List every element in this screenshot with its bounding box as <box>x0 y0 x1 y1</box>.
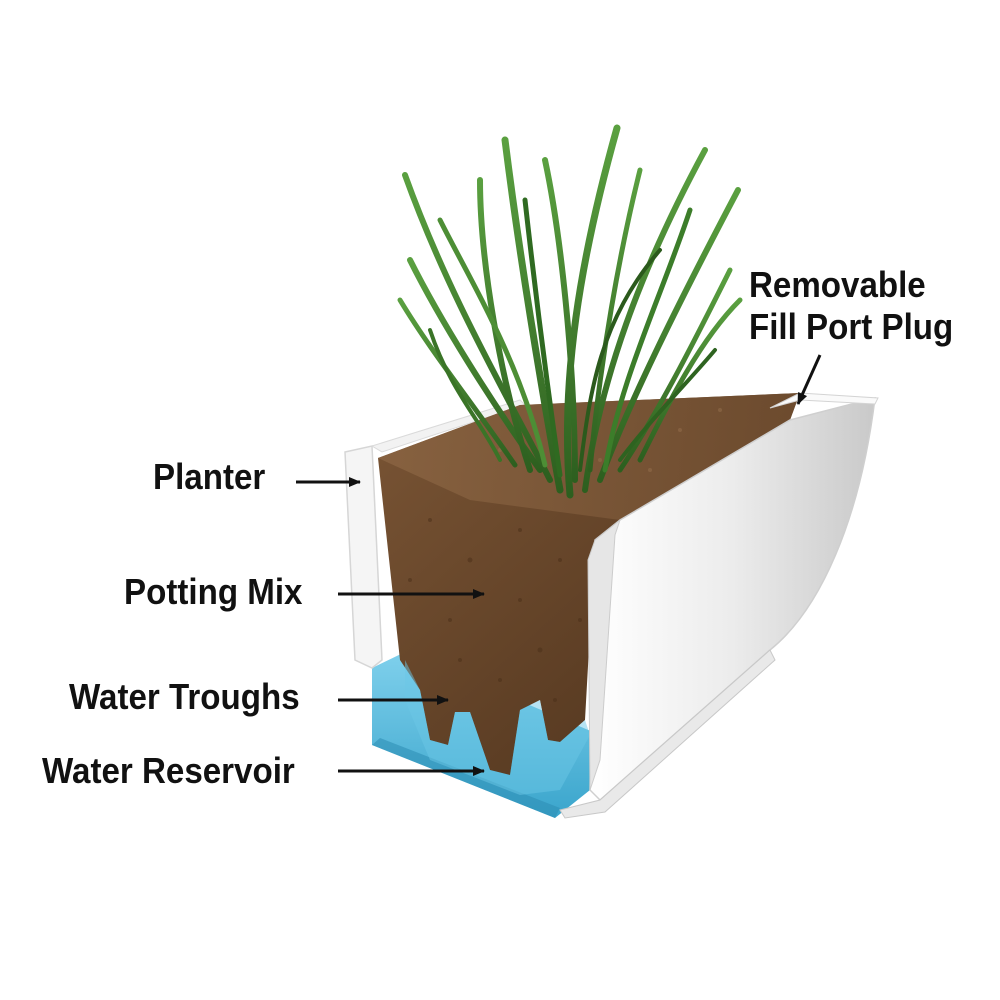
planter-wall-left <box>344 399 526 669</box>
fill-port-plug-label: Removable Fill Port Plug <box>749 264 953 348</box>
water-reservoir-label: Water Reservoir <box>42 750 295 791</box>
planter-wall-front <box>559 392 879 819</box>
fill-port-arrow <box>796 354 822 405</box>
grass <box>397 124 743 499</box>
water-troughs <box>405 660 590 795</box>
planter-label: Planter <box>153 456 266 497</box>
fill-port-label-line1: Removable <box>749 264 926 305</box>
potting-mix-label: Potting Mix <box>124 571 303 612</box>
fill-port-label-line2: Fill Port Plug <box>749 306 954 347</box>
water-troughs-label: Water Troughs <box>69 676 300 717</box>
